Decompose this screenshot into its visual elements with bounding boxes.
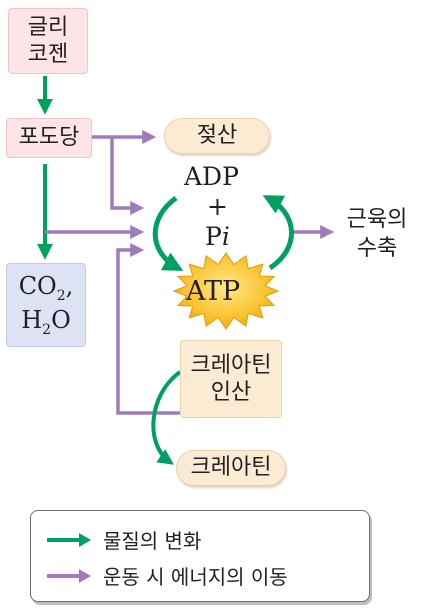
legend-row-energy-transfer: 운동 시 에너지의 이동: [45, 561, 288, 590]
node-lactic-acid: 젖산: [164, 118, 270, 154]
arrow-creatine-phosphate-to-adp: [116, 243, 180, 415]
co2-comma: ,: [65, 271, 74, 300]
legend-energy-transfer-label: 운동 시 에너지의 이동: [103, 565, 288, 589]
arrow-glucose-to-adp: [110, 137, 145, 215]
legend: 물질의 변화 운동 시 에너지의 이동: [30, 510, 370, 602]
label-pi-p: P: [205, 222, 222, 251]
h2o-subscript: 2: [42, 321, 52, 338]
node-muscle-contraction: 근육의 수축: [334, 206, 420, 263]
co2-co: CO: [18, 271, 57, 300]
legend-row-material-change: 물질의 변화: [45, 525, 201, 554]
node-muscle-contraction-line1: 근육의: [346, 207, 408, 232]
h2o-o: O: [51, 306, 71, 334]
node-glucose: 포도당: [6, 118, 92, 158]
node-creatine: 크레아틴: [176, 450, 286, 486]
co2-text: CO2,: [19, 271, 74, 305]
arrow-adp-to-atp: [152, 195, 184, 271]
node-glucose-label: 포도당: [18, 125, 80, 151]
node-creatine-phosphate: 크레아틴 인산: [180, 340, 282, 418]
legend-material-change-label: 물질의 변화: [103, 529, 202, 553]
green-arrow-icon: [47, 532, 91, 547]
arrow-atp-to-adp: [262, 195, 294, 271]
node-glycogen-line2: 코젠: [27, 42, 69, 67]
label-adp: ADP: [184, 162, 239, 191]
label-atp: ATP: [186, 276, 241, 307]
node-co2-h2o: CO2, H2O: [6, 263, 86, 347]
atp-burst-shape: [172, 252, 280, 330]
purple-arrow-icon: [47, 568, 91, 583]
node-creatine-label: 크레아틴: [190, 455, 272, 481]
node-lactic-acid-label: 젖산: [196, 123, 238, 149]
node-glycogen: 글리 코젠: [8, 8, 88, 74]
label-plus: +: [207, 192, 228, 221]
node-muscle-contraction-line2: 수축: [356, 235, 398, 261]
arrow-creatine-phosphate-to-creatine: [151, 370, 182, 465]
node-glycogen-line1: 글리: [27, 14, 69, 40]
co2-subscript: 2: [56, 287, 66, 304]
h2o-h: H: [21, 306, 43, 334]
node-creatine-phosphate-line1: 크레아틴: [190, 352, 272, 378]
node-creatine-phosphate-line2: 인산: [210, 380, 252, 405]
h2o-text: H2O: [21, 305, 71, 339]
label-pi: Pi: [205, 222, 230, 251]
label-pi-i: i: [221, 222, 230, 251]
